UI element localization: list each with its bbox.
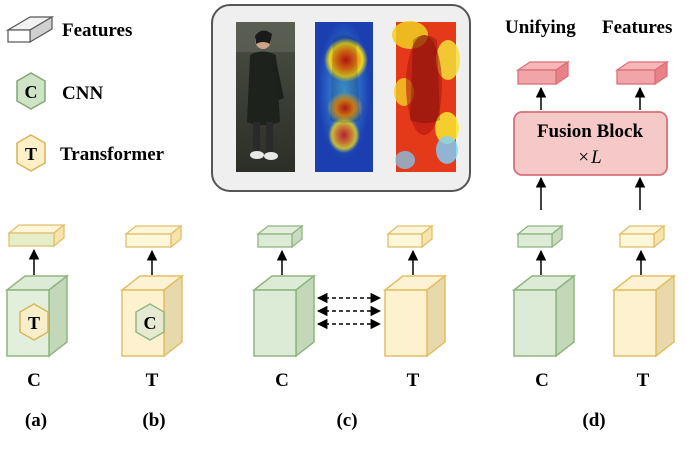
panel-c-left-label: C (275, 370, 289, 391)
fusion-block-title: Fusion Block (537, 121, 644, 142)
panel-c-caption: (c) (336, 410, 357, 431)
panel-b-caption: (b) (142, 410, 165, 431)
interaction-arrows (316, 292, 382, 330)
panel-d-right-label: T (637, 370, 650, 391)
feature-block-a (7, 223, 66, 248)
transformer-cube-c (382, 274, 448, 358)
panel-a: T C (a) (4, 223, 70, 431)
panel-d: Unifying Features Fusion Block ×L (505, 17, 677, 431)
feature-block-d-transformer (618, 224, 666, 249)
feature-block-c-transformer (386, 224, 434, 249)
panel-b-inner-letter: C (144, 313, 157, 333)
panel-b-label: T (146, 370, 159, 391)
feature-block-c-cnn (256, 224, 304, 249)
cnn-heatmap-icon (315, 20, 373, 172)
transformer-cube-d (611, 274, 677, 358)
legend-features-label: Features (62, 20, 132, 41)
panel-c-right-label: T (407, 370, 420, 391)
cnn-hexagon-icon: C (16, 72, 46, 110)
fusion-repeat-variable: L (590, 147, 602, 168)
panel-d-caption: (d) (582, 410, 605, 431)
panel-d-header-left: Unifying (505, 17, 576, 38)
feature-block-d-cnn (516, 224, 564, 249)
panel-c: C T (c) (251, 224, 448, 431)
panel-b: C T (b) (119, 224, 185, 431)
legend-transformer-letter: T (25, 144, 37, 164)
fusion-block: Fusion Block ×L (513, 111, 668, 176)
unified-feature-left (515, 60, 571, 86)
fusion-block-repeat: ×L (578, 147, 601, 168)
attention-image-panel (211, 4, 471, 192)
feature-block-b (124, 224, 183, 249)
fusion-times-symbol: × (578, 147, 589, 168)
panel-a-caption: (a) (25, 410, 47, 431)
cnn-cube-d (511, 274, 577, 358)
transformer-hexagon-icon: T (16, 134, 46, 172)
panel-a-label: C (27, 370, 41, 391)
panel-a-inner-letter: T (28, 313, 40, 333)
legend-cnn-label: CNN (62, 83, 103, 104)
person-photo-icon (236, 22, 295, 172)
legend-transformer-label: Transformer (60, 144, 165, 165)
legend: Features C CNN T Transformer (5, 15, 165, 172)
unified-feature-right (614, 60, 670, 86)
cnn-cube-c (251, 274, 317, 358)
cnn-hexagon-inner-b: C (135, 303, 165, 341)
panel-d-header-right: Features (602, 17, 672, 38)
panel-d-left-label: C (535, 370, 549, 391)
legend-cnn-letter: C (25, 82, 38, 102)
feature-bar-icon (5, 15, 55, 44)
transformer-hexagon-inner-a: T (19, 303, 49, 341)
transformer-heatmap-icon (392, 21, 460, 172)
